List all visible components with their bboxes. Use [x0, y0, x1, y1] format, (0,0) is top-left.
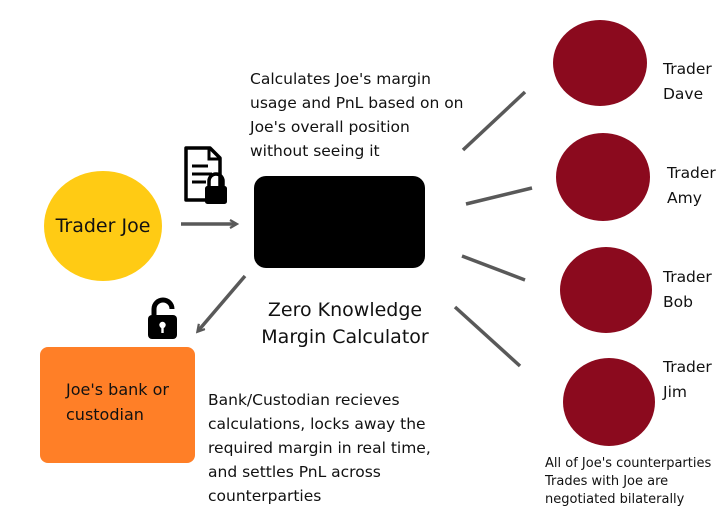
counterparty-amy-label: Trader Amy [667, 164, 716, 207]
margin-calculator-label: Zero Knowledge Margin Calculator [240, 297, 450, 351]
bank-custodian-node: Joe's bank or custodian [40, 347, 195, 463]
counterparties-note: All of Joe's counterparties Trades with … [545, 456, 712, 507]
counterparty-dave-label: Trader Dave [663, 60, 712, 103]
connector-dave [461, 90, 527, 152]
margin-calculator-note: Calculates Joe's margin usage and PnL ba… [250, 70, 464, 160]
bank-custodian-note: Bank/Custodian recieves calculations, lo… [208, 391, 431, 505]
counterparty-jim-label: Trader Jim [663, 358, 712, 401]
margin-calculator-label-line1: Zero Knowledge [267, 299, 423, 321]
bank-custodian-label: Joe's bank or custodian [66, 380, 169, 424]
locked-document-icon [184, 146, 227, 204]
connector-jim [453, 305, 522, 368]
margin-calculator-label-line2: Margin Calculator [261, 326, 429, 348]
counterparty-bob-label: Trader Bob [663, 268, 712, 311]
open-padlock-icon [148, 297, 177, 339]
trader-joe-node: Trader Joe [44, 171, 162, 281]
margin-calculator-box [254, 176, 425, 268]
trader-joe-label: Trader Joe [55, 215, 151, 237]
counterparty-jim-node [563, 358, 655, 446]
counterparty-bob-node [560, 247, 652, 333]
connector-amy [465, 186, 533, 206]
counterparty-amy-node [556, 133, 650, 221]
calculator-to-bank-arrow [198, 274, 247, 331]
counterparty-dave-node [553, 20, 647, 106]
connector-bob [461, 254, 526, 282]
